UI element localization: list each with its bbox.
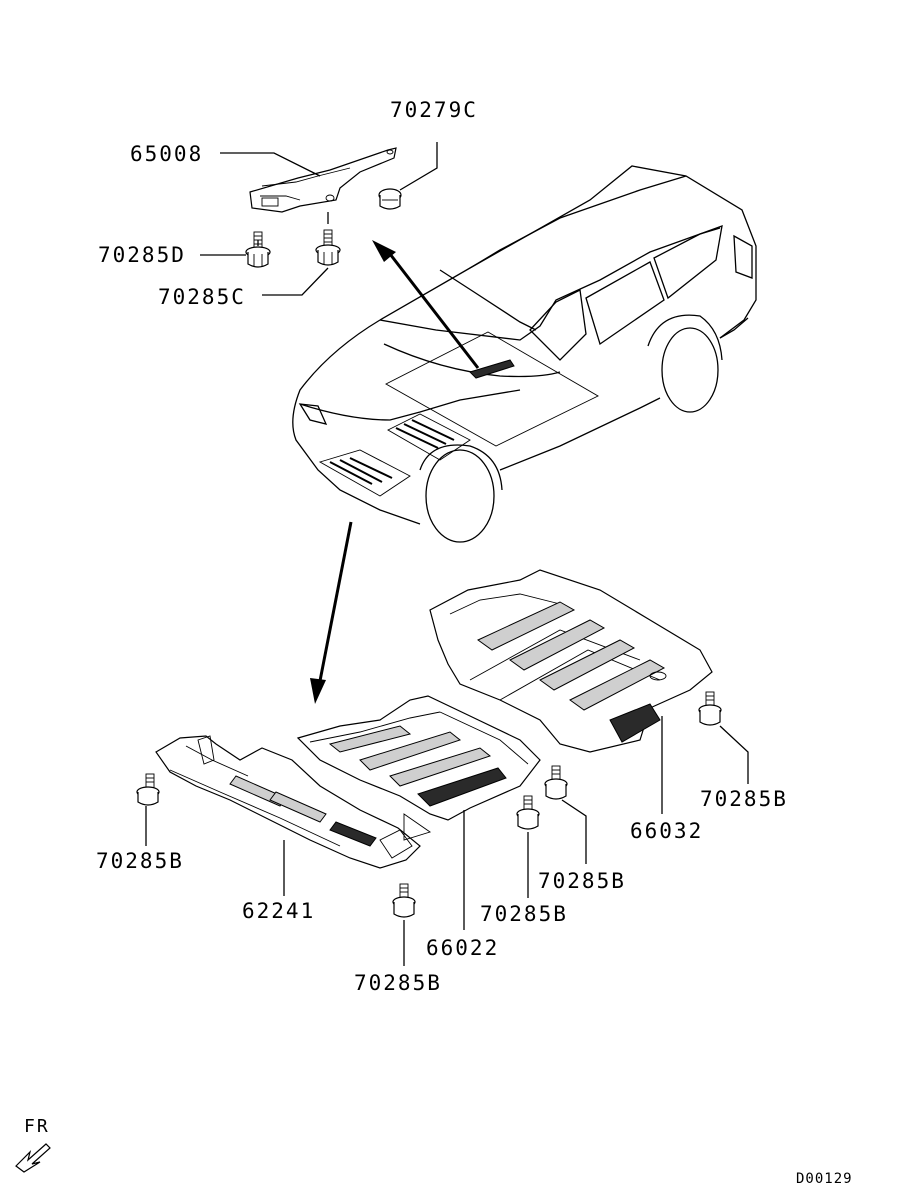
callout-70285D: 70285D (98, 243, 186, 267)
bolt-70285B-bottom (392, 883, 416, 918)
callout-70285C: 70285C (158, 285, 246, 309)
cover-66032 (429, 569, 713, 753)
bolt-70285B-right (698, 691, 722, 726)
callout-70285B-bottom: 70285B (354, 971, 442, 995)
callout-70285B-right: 70285B (700, 787, 788, 811)
callout-70285B-mid2: 70285B (538, 869, 626, 893)
cover-66022 (296, 695, 541, 821)
bolt-70285B-mid2 (544, 765, 568, 800)
arrow-to-bracket (372, 240, 480, 369)
clip-70279C (378, 188, 402, 210)
bracket-65008 (249, 147, 397, 213)
callout-65008: 65008 (130, 142, 204, 166)
front-direction-arrow (15, 1143, 51, 1173)
callout-70279C: 70279C (390, 98, 478, 122)
leaders-upper (200, 142, 438, 296)
leaders-lower (145, 716, 749, 966)
bolt-70285D (245, 231, 271, 268)
cover-62241 (155, 735, 432, 869)
arrow-to-covers (310, 521, 353, 704)
callout-66032: 66032 (630, 819, 704, 843)
bolt-70285C (315, 212, 341, 266)
vehicle-outline (292, 165, 757, 543)
bolt-70285B-mid (516, 795, 540, 830)
bolt-70285B-left (136, 773, 160, 806)
drawing-code: D00129 (796, 1171, 853, 1187)
callout-70285B-mid: 70285B (480, 902, 568, 926)
callout-70285B-left: 70285B (96, 849, 184, 873)
callout-62241: 62241 (242, 899, 316, 923)
front-direction-label: FR (24, 1116, 50, 1137)
callout-66022: 66022 (426, 936, 500, 960)
